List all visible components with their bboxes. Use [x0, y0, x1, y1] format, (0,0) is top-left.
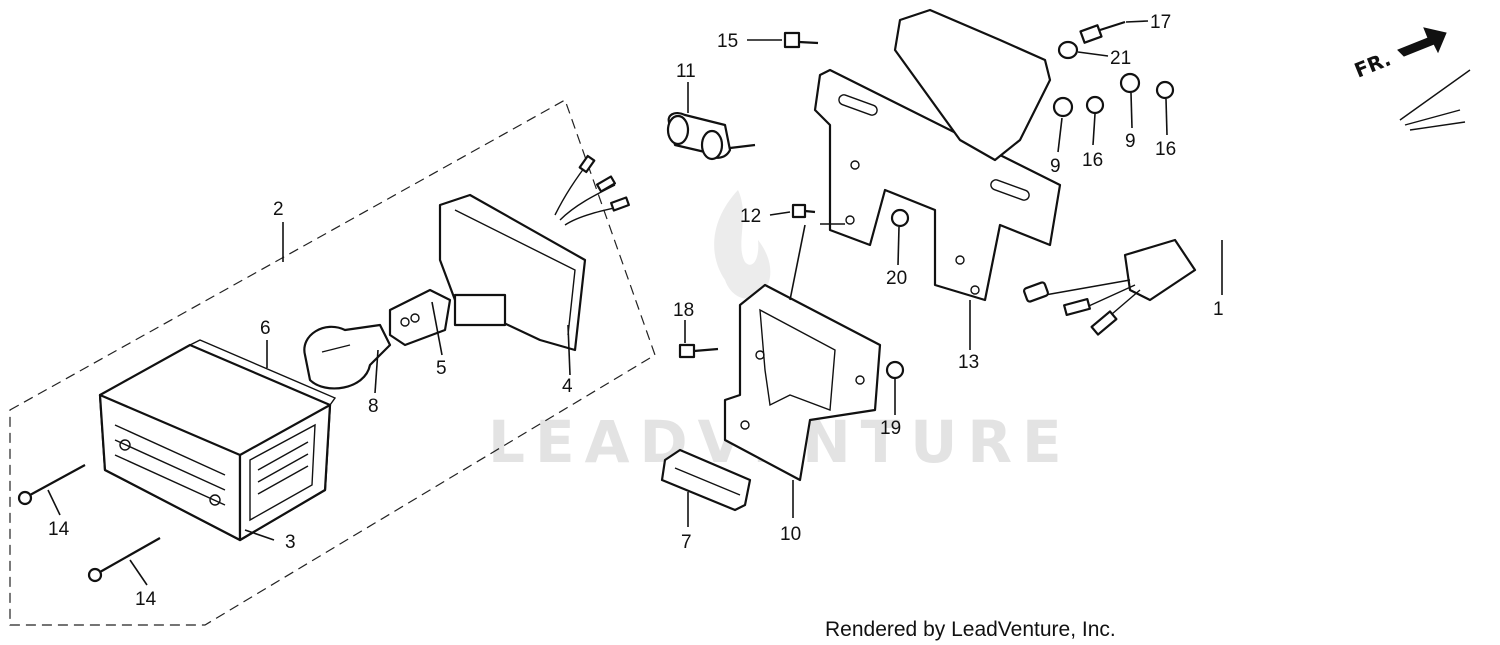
bulb — [303, 323, 392, 390]
nut-19 — [885, 360, 905, 380]
nut-9a — [1052, 96, 1074, 118]
callout-14b: 14 — [135, 589, 157, 610]
callout-12: 12 — [740, 206, 761, 227]
lower-bracket — [723, 283, 882, 482]
callout-9b: 9 — [1125, 131, 1136, 152]
assembly-outline — [9, 99, 656, 626]
callout-2: 2 — [273, 199, 284, 220]
flame-logo-icon — [714, 190, 771, 299]
screws-14 — [17, 464, 161, 583]
nut-20 — [890, 208, 910, 228]
callout-4: 4 — [562, 376, 573, 397]
direction-indicator: FR. — [1351, 27, 1447, 83]
callout-20: 20 — [886, 268, 907, 289]
callout-11: 11 — [676, 61, 696, 82]
bolt-18 — [678, 343, 696, 359]
license-lamp — [666, 111, 756, 161]
callout-18: 18 — [673, 300, 694, 321]
callout-5: 5 — [436, 358, 447, 379]
callout-8: 8 — [368, 396, 379, 417]
nut-16a — [1085, 95, 1105, 115]
callouts: 1 2 3 4 5 6 7 8 9 9 10 11 12 13 14 14 15… — [48, 12, 1224, 610]
taillight-base — [438, 154, 630, 352]
bolt-17 — [1079, 24, 1103, 44]
arrow-right-icon — [1397, 27, 1447, 57]
credit-text: Rendered by LeadVenture, Inc. — [825, 618, 1116, 641]
leader-lines — [47, 20, 1223, 586]
callout-16b: 16 — [1155, 139, 1176, 160]
callout-3: 3 — [285, 532, 296, 553]
wire-harness — [1023, 69, 1471, 336]
taillight-housing — [98, 339, 337, 542]
callout-19: 19 — [880, 418, 901, 439]
small-hardware — [678, 20, 1175, 380]
nut-16b — [1155, 80, 1175, 100]
screw-12 — [791, 203, 807, 219]
callout-21: 21 — [1110, 48, 1131, 69]
callout-1: 1 — [1213, 299, 1224, 320]
callout-15: 15 — [717, 31, 738, 52]
callout-10: 10 — [780, 524, 801, 545]
callout-16a: 16 — [1082, 150, 1103, 171]
callout-6: 6 — [260, 318, 271, 339]
callout-7: 7 — [681, 532, 692, 553]
callout-17: 17 — [1150, 12, 1171, 33]
reflector — [660, 448, 752, 512]
bulb-socket — [388, 288, 452, 347]
bolt-15 — [783, 31, 801, 49]
callout-9a: 9 — [1050, 156, 1061, 177]
direction-label: FR. — [1351, 47, 1394, 83]
plate-bracket — [813, 8, 1062, 302]
nut-9b — [1119, 72, 1141, 94]
callout-13: 13 — [958, 352, 979, 373]
washer-21 — [1057, 40, 1079, 60]
callout-14a: 14 — [48, 519, 70, 540]
